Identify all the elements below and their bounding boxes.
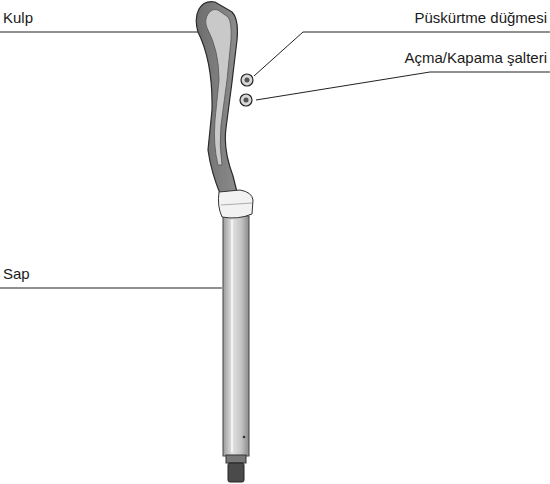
leader-line <box>0 32 198 33</box>
tube-highlight <box>231 220 233 452</box>
part-label: Açma/Kapama şalteri <box>404 49 547 67</box>
power-switch <box>240 94 252 106</box>
connector-tip <box>228 463 244 482</box>
leader-line <box>254 32 550 76</box>
leader-line <box>0 288 222 289</box>
handle-collar <box>218 190 253 218</box>
part-label: Sap <box>3 265 30 283</box>
lock-hole <box>243 436 246 439</box>
spray-button <box>241 74 253 86</box>
shaft-tube <box>223 216 249 456</box>
part-label: Püskürtme düğmesi <box>414 9 547 27</box>
handle-grip <box>196 2 238 196</box>
connector-ring <box>226 455 246 463</box>
power-switch-center <box>244 98 249 103</box>
spray-button-center <box>245 78 250 83</box>
leader-lines <box>0 32 550 288</box>
collar-edge <box>221 203 252 205</box>
part-label: Kulp <box>3 9 33 27</box>
grip-panel <box>206 10 231 166</box>
leader-line <box>256 72 550 100</box>
